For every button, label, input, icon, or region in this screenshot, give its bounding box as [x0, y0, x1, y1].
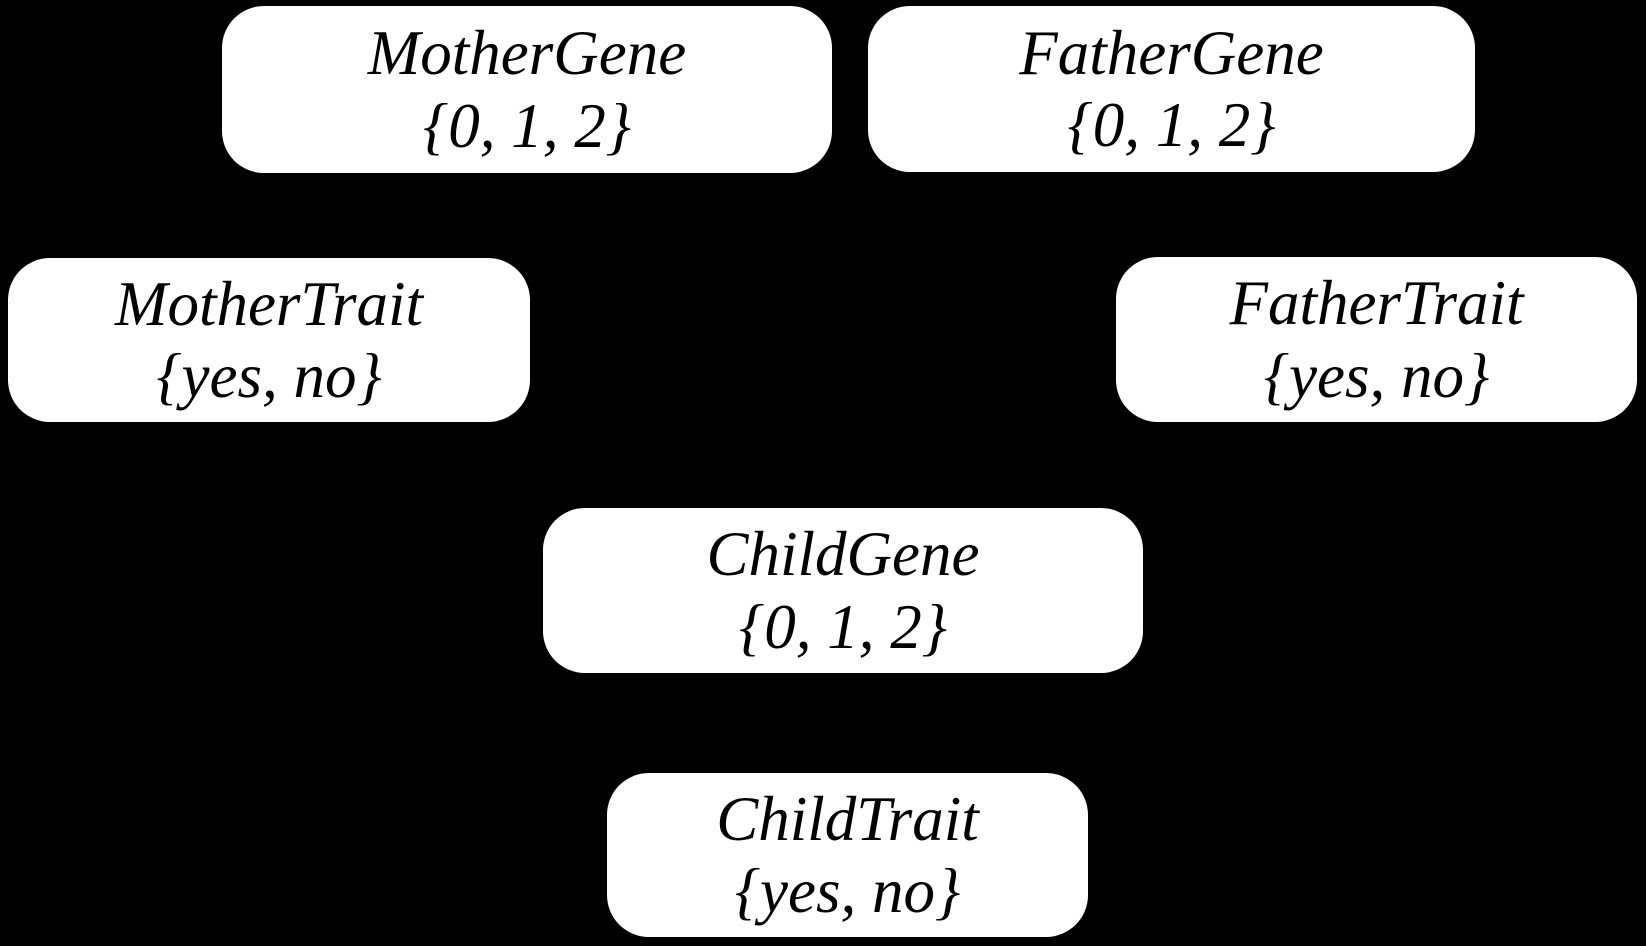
node-mother-trait: MotherTrait {yes, no} — [8, 258, 530, 422]
node-child-trait: ChildTrait {yes, no} — [607, 773, 1088, 937]
node-label: MotherTrait — [114, 268, 424, 339]
node-label: FatherTrait — [1229, 268, 1524, 339]
node-label: ChildTrait — [716, 783, 979, 854]
node-label: MotherGene — [367, 18, 687, 89]
node-mother-gene: MotherGene {0, 1, 2} — [222, 6, 832, 173]
node-father-gene: FatherGene {0, 1, 2} — [868, 6, 1475, 172]
node-domain: {yes, no} — [734, 856, 961, 926]
node-label: FatherGene — [1019, 17, 1324, 88]
node-domain: {0, 1, 2} — [1067, 90, 1276, 160]
node-domain: {0, 1, 2} — [423, 90, 631, 161]
node-label: ChildGene — [706, 519, 980, 590]
node-domain: {yes, no} — [1263, 340, 1490, 411]
node-domain: {yes, no} — [156, 341, 382, 411]
node-child-gene: ChildGene {0, 1, 2} — [543, 508, 1143, 673]
node-domain: {0, 1, 2} — [739, 591, 947, 662]
node-father-trait: FatherTrait {yes, no} — [1116, 257, 1637, 422]
